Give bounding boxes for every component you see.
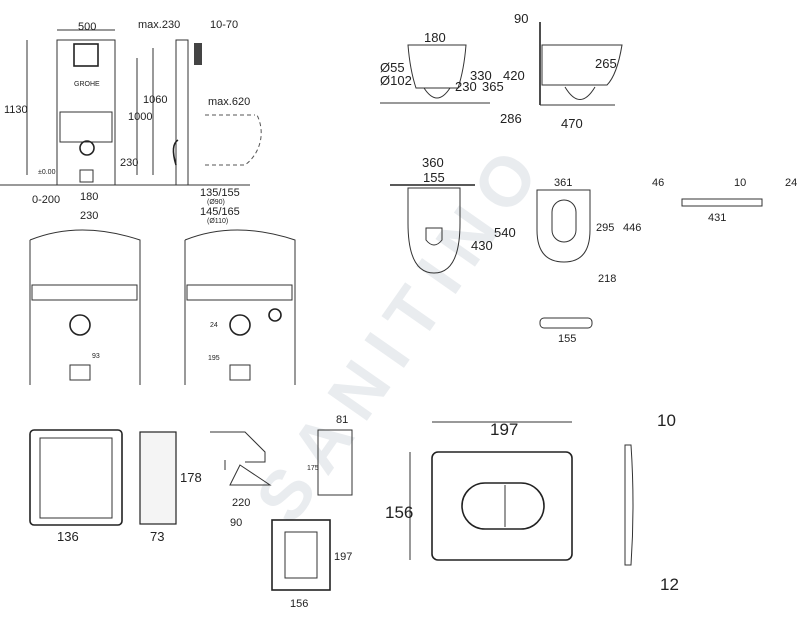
dim-295: 295 [596, 222, 614, 234]
dim-500: 500 [78, 21, 96, 33]
dim-max-620: max.620 [208, 96, 250, 108]
dim-46: 46 [652, 177, 664, 189]
dim-470: 470 [561, 116, 583, 131]
dim-230-height: 230 [120, 157, 138, 169]
dim-431: 431 [708, 212, 726, 224]
dim-90: 90 [514, 11, 528, 26]
dim-430: 430 [471, 238, 493, 253]
dim-plate-12: 12 [660, 575, 679, 594]
dim-180: 180 [80, 191, 98, 203]
dim-286: 286 [500, 111, 522, 126]
grohe-logo: GROHE [74, 81, 100, 88]
dim-seat-24: 24 [785, 177, 797, 189]
dim-145-165: 145/165 [200, 206, 240, 218]
dim-d102: Ø102 [380, 73, 412, 88]
dim-d110: (Ø110) [207, 218, 228, 225]
dim-seat-10: 10 [734, 177, 746, 189]
dim-1000: 1000 [128, 111, 152, 123]
dim-136: 136 [57, 529, 79, 544]
bowl-top-view: 360 155 430 540 [390, 155, 516, 274]
dim-230-width: 230 [80, 210, 98, 222]
dim-446: 446 [623, 222, 641, 234]
dim-acc-197: 197 [334, 551, 352, 563]
dim-135-155: 135/155 [200, 187, 240, 199]
dim-365: 365 [482, 79, 504, 94]
dim-175: 175 [307, 465, 319, 472]
flush-plate-view: 197 156 10 12 [385, 411, 679, 594]
dim-acc-156: 156 [290, 598, 308, 610]
dim-d90: (Ø90) [207, 199, 225, 206]
dim-218: 218 [598, 273, 616, 285]
dim-265: 265 [595, 56, 617, 71]
dim-0-200: 0-200 [32, 194, 60, 206]
dim-acc-90: 90 [230, 517, 242, 529]
dim-max-230: max.230 [138, 19, 180, 31]
frame-side-view: max.230 10-70 1060 max.620 135/155 (Ø90)… [138, 19, 262, 225]
dim-73: 73 [150, 529, 164, 544]
bowl-front-view: 180 Ø55 Ø102 330 230 365 [380, 30, 504, 104]
dim-24: 24 [210, 322, 218, 329]
dim-plate-156: 156 [385, 503, 413, 522]
accessories-views: 81 178 175 220 136 73 90 197 156 [29, 414, 353, 610]
dim-81: 81 [336, 414, 348, 426]
dim-178: 178 [180, 470, 202, 485]
dim-540: 540 [494, 225, 516, 240]
dim-bowl-230: 230 [455, 79, 477, 94]
dim-bowl-180: 180 [424, 30, 446, 45]
dim-1060: 1060 [143, 94, 167, 106]
dim-zero-level: ±0.00 [38, 169, 56, 176]
dim-420: 420 [503, 68, 525, 83]
dim-1130: 1130 [4, 104, 28, 116]
dim-195: 195 [208, 355, 220, 362]
dim-plate-197: 197 [490, 420, 518, 439]
dim-361: 361 [554, 177, 572, 189]
buffer-view: 155 [539, 317, 593, 345]
dim-d55: Ø55 [380, 60, 405, 75]
dim-360: 360 [422, 155, 444, 170]
dim-330: 330 [470, 68, 492, 83]
dim-buffer-155: 155 [558, 333, 576, 345]
dim-220: 220 [232, 497, 250, 509]
dim-top-155: 155 [423, 170, 445, 185]
dim-plate-10: 10 [657, 411, 676, 430]
seat-top-view: 361 295 446 218 [536, 177, 641, 285]
watermark: SANITINO [241, 125, 561, 535]
frame-front-view: GROHE 500 1130 1000 230 ±0.00 0-200 180 … [0, 21, 250, 222]
dim-10-70: 10-70 [210, 19, 238, 31]
bowl-side-view: 90 420 265 286 470 [500, 11, 623, 131]
dim-93: 93 [92, 353, 100, 360]
installation-views: 24 93 195 [29, 229, 296, 385]
seat-side-view: 46 10 24 431 [652, 177, 797, 224]
